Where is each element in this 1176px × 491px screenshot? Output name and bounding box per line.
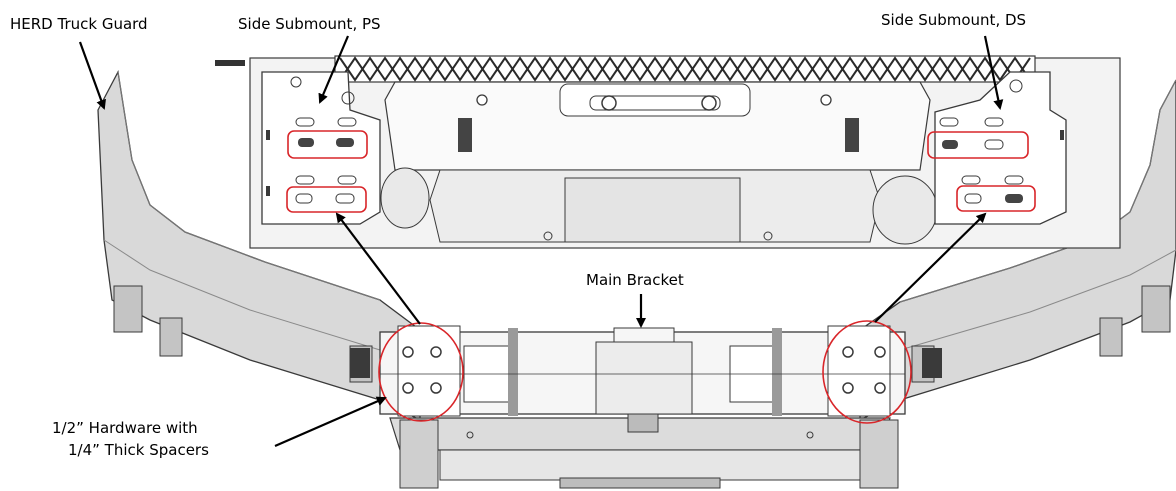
submount-ps-label: Side Submount, PS [238, 15, 381, 33]
ds-lower-slot-callout [956, 185, 1036, 212]
red-callouts [286, 130, 1036, 424]
ds-upper-slot-callout [927, 131, 1029, 159]
arrow-ps-connect-up [335, 212, 421, 325]
arrow-submount-ds [983, 35, 1004, 110]
submount-ds-label: Side Submount, DS [881, 11, 1027, 29]
arrow-hardware [274, 396, 387, 448]
arrow-ds-connect-up [874, 212, 987, 323]
hardware-label-line2: 1/4” Thick Spacers [68, 441, 209, 459]
hardware-label-line1: 1/2” Hardware with [52, 419, 198, 437]
ds-bracket-circle-callout [822, 320, 912, 424]
main-bracket-label: Main Bracket [586, 271, 684, 289]
arrow-submount-ps [318, 35, 350, 104]
ps-upper-slot-callout [287, 130, 368, 159]
bumper-plate [389, 417, 899, 489]
arrow-truck-guard [78, 41, 106, 110]
truck-guard-label: HERD Truck Guard [10, 15, 148, 33]
side-submount-ps-plate [261, 71, 381, 225]
main-bracket [350, 325, 942, 433]
leader-arrows [78, 35, 1004, 448]
truck-frame [215, 55, 1121, 249]
ps-lower-slot-callout [286, 186, 367, 213]
ps-bracket-circle-callout [378, 322, 464, 422]
